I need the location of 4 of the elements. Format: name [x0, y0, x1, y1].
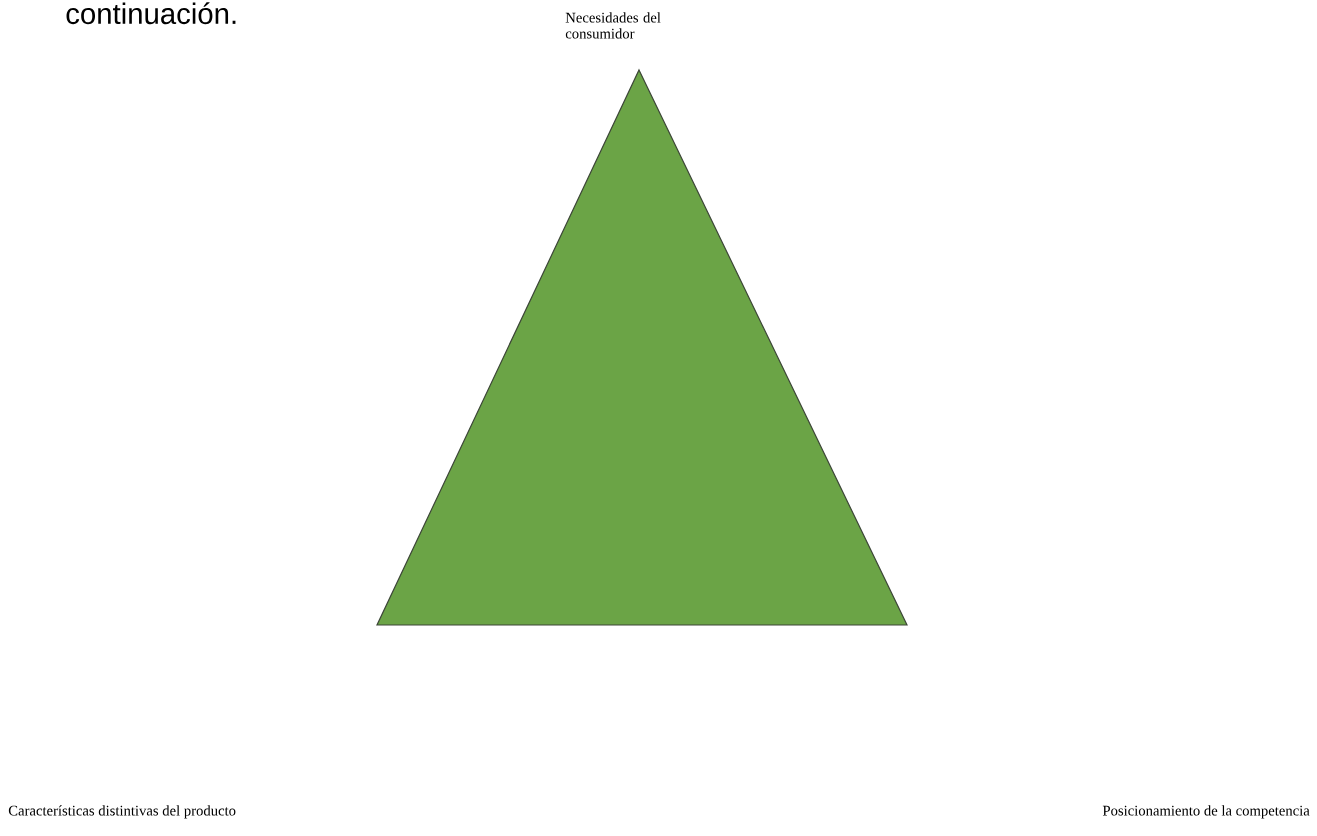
vertex-label: Necesidades del consumidor [565, 12, 661, 39]
vertex-label: Posicionamiento de la competencia [1102, 805, 1310, 819]
vertex-label: Características distintivas del producto [8, 805, 236, 819]
heading-text: continuación. [66, 2, 236, 25]
